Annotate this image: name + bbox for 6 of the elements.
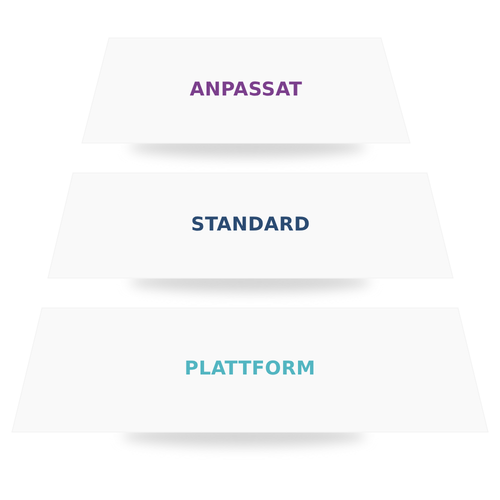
tier-label: PLATTFORM <box>184 358 316 380</box>
trapezoid-tier <box>12 308 488 432</box>
tier-label: ANPASSAT <box>190 80 302 100</box>
trapezoid-tier <box>82 38 410 143</box>
tier-label: STANDARD <box>190 214 310 236</box>
trapezoid-tier <box>48 173 453 278</box>
